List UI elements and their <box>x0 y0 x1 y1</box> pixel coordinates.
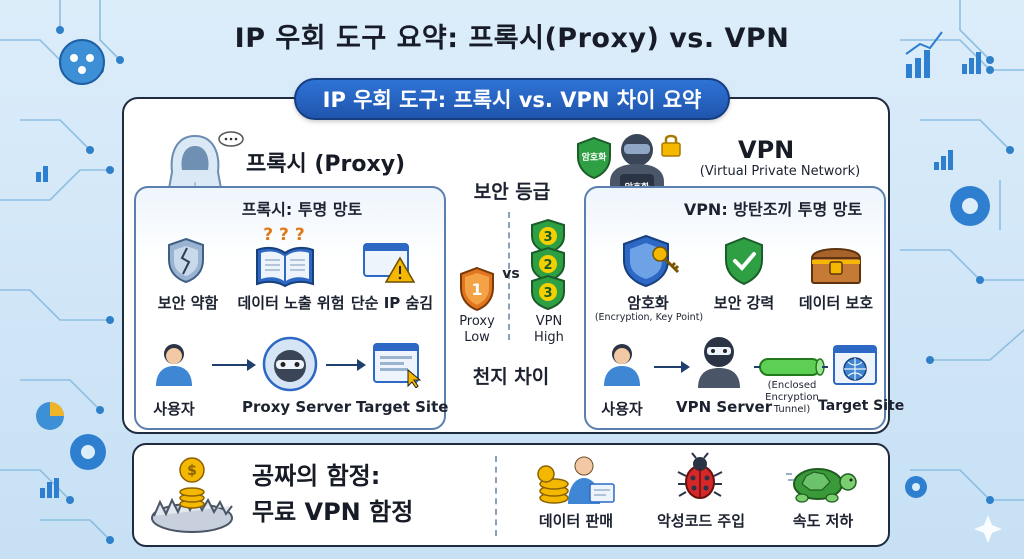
masked-server-icon <box>262 336 318 392</box>
vpn-badge-top: 3 <box>543 230 552 245</box>
bear-trap-icon: $ <box>151 457 233 533</box>
vpn-flow-server: VPN Server <box>676 398 773 416</box>
tunnel-note: (Enclosed Encryption Tunnel) <box>765 380 819 415</box>
huge-difference-label: 천지 차이 <box>472 366 550 388</box>
cracked-shield-icon <box>168 237 204 284</box>
treasure-chest-icon <box>810 248 862 284</box>
security-grade-heading: 보안 등급 <box>473 181 551 203</box>
vpn-subtitle: VPN: 방탄조끼 투명 망토 <box>683 200 863 219</box>
thought-bubble-icon <box>218 131 244 147</box>
vpn-grade-level: High <box>534 330 564 345</box>
proxy-flow-server: Proxy Server <box>242 398 352 416</box>
vpn-flow-user: 사용자 <box>601 400 643 418</box>
vpn-target-site-icon <box>833 345 877 385</box>
trap-item-data-selling: 데이터 판매 <box>538 512 614 530</box>
free-vpn-trap-card <box>132 443 890 547</box>
proxy-arrow-1 <box>212 359 256 371</box>
summary-ribbon: IP 우회 도구: 프록시 vs. VPN 차이 요약 <box>294 78 730 120</box>
open-book-icon <box>256 246 314 288</box>
proxy-grade-badge: 1 <box>460 266 494 312</box>
check-shield-icon <box>725 236 763 286</box>
proxy-feature-exposure: 데이터 노출 위험 <box>237 294 345 312</box>
vpn-feature-strong: 보안 강력 <box>713 294 775 312</box>
malware-bug-icon <box>677 452 723 499</box>
vpn-flow-target: Target Site <box>818 398 905 414</box>
vpn-badge-middle: 2 <box>543 258 552 273</box>
proxy-flow-user: 사용자 <box>153 400 195 418</box>
proxy-feature-weak: 보안 약함 <box>157 294 219 312</box>
trap-item-malware: 악성코드 주입 <box>656 512 746 530</box>
question-marks: ? ? ? <box>263 225 305 245</box>
vpn-feature-protection: 데이터 보호 <box>798 294 874 312</box>
padlock-icon <box>661 134 681 157</box>
vpn-grade-badges: 3 2 3 <box>531 218 565 311</box>
trap-heading-line1: 공짜의 함정: <box>252 462 381 490</box>
turtle-icon <box>786 468 857 503</box>
vs-label: vs <box>502 266 520 282</box>
proxy-flow-target: Target Site <box>356 398 449 416</box>
proxy-title: 프록시 (Proxy) <box>246 152 406 177</box>
center-divider <box>508 212 510 340</box>
proxy-grade-label: Proxy <box>459 314 495 329</box>
proxy-arrow-2 <box>326 359 366 371</box>
shield-tag: 암호화 <box>581 153 607 163</box>
target-site-icon <box>373 343 422 388</box>
key-shield-icon <box>623 234 680 288</box>
trap-divider <box>495 456 497 536</box>
proxy-grade-level: Low <box>464 330 490 345</box>
encryption-tunnel-icon <box>754 358 828 376</box>
vpn-user-avatar-icon <box>604 344 640 386</box>
vpn-grade-label: VPN <box>535 314 563 329</box>
trap-item-slowdown: 속도 저하 <box>792 512 854 530</box>
proxy-badge-number: 1 <box>471 280 482 299</box>
ninja-server-icon <box>698 337 740 388</box>
encryption-shield-icon <box>577 136 611 180</box>
vpn-fullname: (Virtual Private Network) <box>699 164 861 179</box>
proxy-subtitle: 프록시: 투명 망토 <box>241 200 363 219</box>
vpn-panel <box>584 186 886 430</box>
browser-warning-icon <box>363 243 416 283</box>
vpn-badge-bottom: 3 <box>543 286 552 301</box>
svg-text:$: $ <box>187 463 197 479</box>
vpn-feature-encryption: 암호화 <box>627 294 669 312</box>
vpn-arrow-1 <box>654 361 690 373</box>
data-selling-icon <box>537 456 615 504</box>
vpn-feature-note: (Encryption, Key Point) <box>594 312 704 323</box>
user-avatar-icon <box>156 344 192 386</box>
proxy-feature-ip-hide: 단순 IP 숨김 <box>350 294 434 312</box>
vpn-title: VPN <box>738 136 795 164</box>
trap-heading-line2: 무료 VPN 함정 <box>252 498 414 526</box>
main-title: IP 우회 도구 요약: 프록시(Proxy) vs. VPN <box>234 23 790 54</box>
